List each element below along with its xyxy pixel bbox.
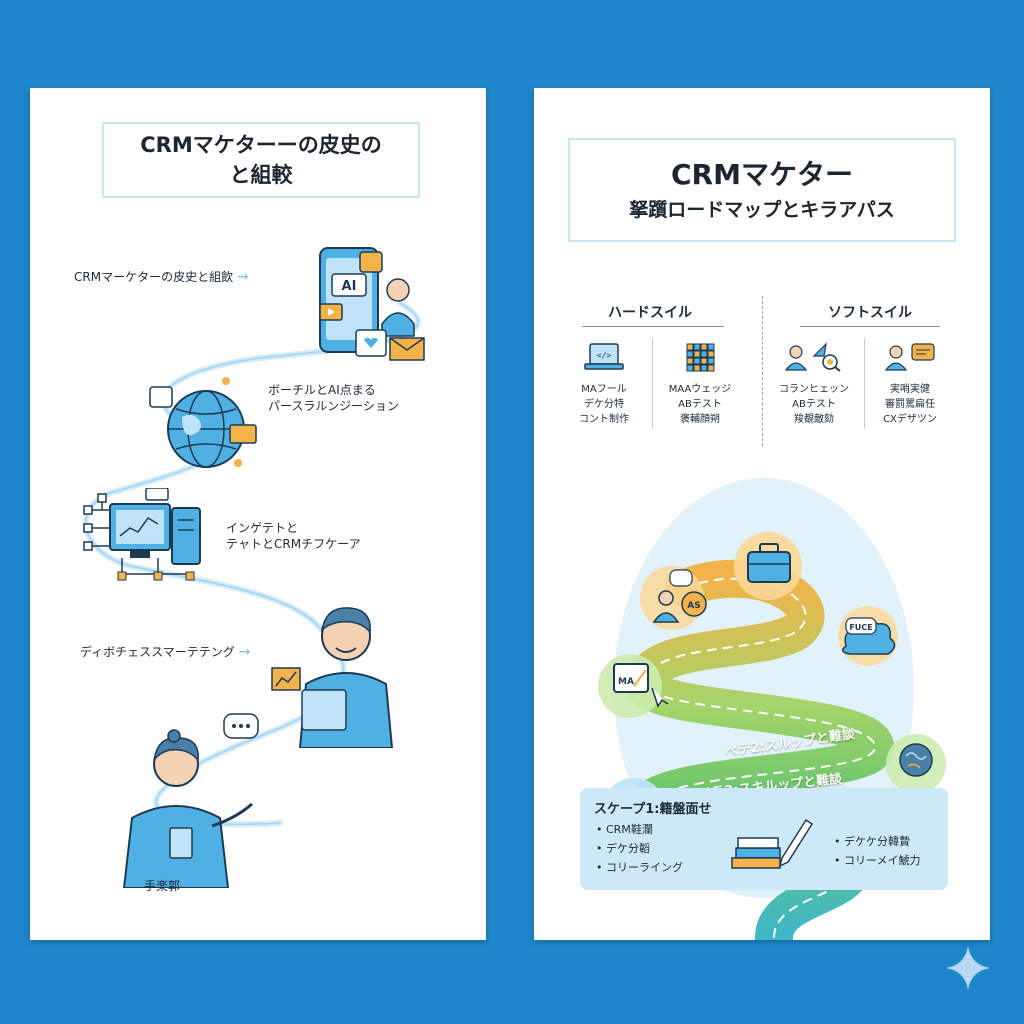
hard-skills-rule	[582, 326, 724, 327]
arrow-right-icon: →	[236, 269, 249, 285]
step4-text: ディボチェススマーテテング	[80, 645, 235, 659]
left-title-line2: と組較	[229, 163, 293, 187]
right-panel: CRMマケター 拏躓ロードマップとキラアパス ハードスイル </> MAフール …	[534, 88, 990, 940]
tablet-chart-icon	[613, 663, 649, 693]
stage1-box: スケープ1:籍盤面せ CRM鞋瀾 デケ分韜 コリーライング デケケ分韓贄 コリー…	[580, 788, 948, 890]
hard-skill-item: MAフール	[581, 384, 627, 395]
person-chat-icon	[884, 343, 935, 371]
list-item: デケ分韜	[596, 839, 683, 858]
hard-skill-item: コント制作	[579, 414, 629, 425]
list-item: CRM鞋瀾	[596, 820, 683, 839]
step1-label: CRMマーケターの皮史と組飲 →	[74, 269, 249, 285]
computer-network-icon	[83, 488, 201, 581]
marketer-person-icon	[271, 607, 394, 748]
list-item: コリーメイ鯱力	[834, 851, 921, 870]
right-title-line2: 拏躓ロードマップとキラアパス	[629, 199, 895, 221]
right-title-line1: CRMマケター	[671, 158, 853, 191]
brain-icon	[899, 743, 933, 777]
hard-skill-col2: MAAウェッジ ABテスト 褒輔顔朔	[660, 342, 740, 427]
badge-fuce-text: FUCE	[849, 623, 872, 632]
step1-text: CRMマーケターの皮史と組飲	[74, 270, 234, 284]
badge-as-text: AS	[687, 601, 700, 611]
globe-icon	[149, 377, 257, 468]
chart-ma-text: MA	[618, 677, 634, 687]
phone-ai-text: AI	[342, 279, 357, 294]
soft-skill-item: 審罰罵扁任	[885, 399, 935, 410]
stage1-title: スケープ1:籍盤面せ	[594, 802, 712, 817]
right-title-frame: CRMマケター 拏躓ロードマップとキラアパス	[568, 138, 956, 242]
sparkle-icon	[946, 946, 990, 990]
soft-skill-col2: 実哨実健 審罰罵扁任 CXデザツン	[870, 342, 950, 427]
left-panel: CRMマケターーの皮史の と組較 CRMマーケターの皮史と組飲 → AI	[30, 88, 486, 940]
skills-divider	[762, 296, 763, 446]
hard-skill-item: 褒輔顔朔	[680, 414, 720, 425]
hard-skill-item: ABテスト	[678, 399, 722, 410]
soft-skill-col1: コランヒェッン ABテスト 羧覩敵劾	[774, 342, 854, 427]
step5-label: 手楽郭	[144, 879, 181, 893]
soft-skill-item: ABテスト	[792, 399, 836, 410]
stage1-right-list: デケケ分韓贄 コリーメイ鯱力	[834, 832, 921, 870]
team-rocket-icon	[784, 342, 841, 372]
soft-skills-rule	[800, 326, 940, 327]
step2-text-line1: ボーチルとAI点まる	[268, 383, 376, 397]
soft-skill-item: 実哨実健	[890, 384, 930, 395]
left-title-frame: CRMマケターーの皮史の と組較	[102, 122, 420, 198]
soft-skill-item: コランヒェッン	[779, 384, 849, 395]
step3-text-line2: テャトとCRMチフケーア	[226, 537, 361, 551]
step3-label: インゲテトと テャトとCRMチフケーア	[226, 520, 361, 552]
step2-label: ボーチルとAI点まる パースラルンジーション	[268, 382, 399, 414]
hard-skill-item: デケ分特	[584, 399, 624, 410]
books-pen-icon	[731, 818, 814, 869]
column-divider	[652, 338, 653, 428]
grid-chart-icon	[686, 343, 715, 372]
laptop-code-icon: </>	[584, 343, 624, 370]
column-divider	[864, 338, 865, 428]
soft-skills-heading: ソフトスイル	[828, 305, 912, 321]
arrow-right-icon: →	[238, 644, 251, 660]
step4-label: ディボチェススマーテテング →	[80, 644, 250, 660]
hard-skill-item: MAAウェッジ	[668, 384, 732, 395]
step2-text-line2: パースラルンジーション	[268, 399, 399, 413]
soft-skill-item: CXデザツン	[883, 414, 937, 425]
list-item: デケケ分韓贄	[834, 832, 921, 851]
soft-skill-item: 羧覩敵劾	[794, 414, 834, 425]
left-title-line1: CRMマケターーの皮史の	[140, 133, 382, 157]
smartphone-icon: AI	[319, 247, 425, 361]
list-item: コリーライング	[596, 858, 683, 877]
teacher-person-icon	[122, 713, 259, 888]
people-icon	[658, 590, 674, 606]
hard-skill-col1: </> MAフール デケ分特 コント制作	[564, 342, 644, 427]
hard-skills-heading: ハードスイル	[608, 305, 692, 321]
svg-text:</>: </>	[597, 351, 612, 360]
briefcase-icon	[747, 551, 791, 583]
stage1-left-list: CRM鞋瀾 デケ分韜 コリーライング	[596, 820, 683, 877]
step3-text-line1: インゲテトと	[226, 521, 299, 535]
